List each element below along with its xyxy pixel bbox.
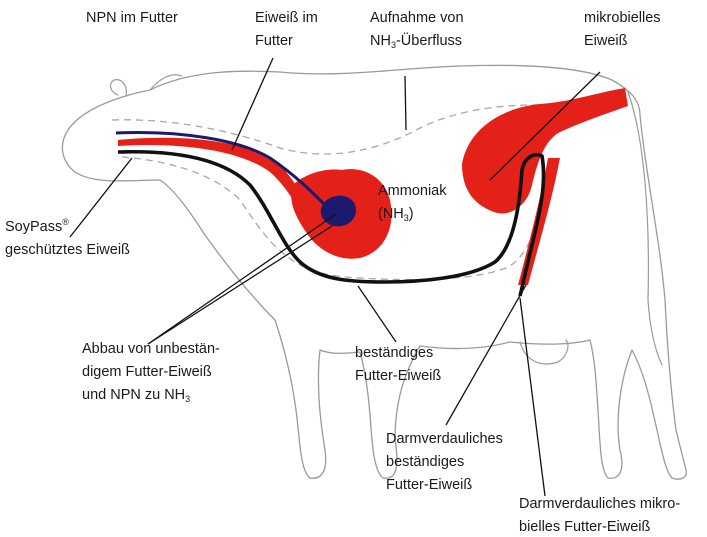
label-ammoniak-line2: (NH3) xyxy=(378,203,447,226)
label-aufnahme-line2: NH3-Überfluss xyxy=(370,30,464,53)
label-aufnahme-nh: NH xyxy=(370,33,391,49)
label-eiweiss-im-futter: Eiweiß im Futter xyxy=(255,7,318,53)
leader-abbau-lower xyxy=(148,226,332,344)
cow-outline xyxy=(62,65,686,479)
label-aufnahme-nh3: Aufnahme von NH3-Überfluss xyxy=(370,7,464,53)
label-darm1-line2: beständiges xyxy=(386,451,503,474)
label-ammoniak-close: ) xyxy=(409,206,414,222)
label-soypass-registered: ® xyxy=(62,217,69,227)
label-ammoniak-line1: Ammoniak xyxy=(378,180,447,203)
label-abbau-line2: digem Futter-Eiweiß xyxy=(82,361,220,384)
label-eiweiss-im-futter-line1: Eiweiß im xyxy=(255,7,318,30)
label-abbau-sub3: 3 xyxy=(185,394,190,404)
label-darm1-line1: Darmverdauliches xyxy=(386,428,503,451)
label-bestaendiges-line2: Futter-Eiweiß xyxy=(355,365,441,388)
leader-bestaendig xyxy=(358,286,396,342)
cow-ear xyxy=(111,80,127,96)
label-darm2-line1: Darmverdauliches mikro- xyxy=(519,493,680,516)
label-darmverdauliches-mikrobiell: Darmverdauliches mikro- bielles Futter-E… xyxy=(519,493,680,537)
label-soypass: SoyPass® geschütztes Eiweiß xyxy=(5,216,130,262)
leader-darm1 xyxy=(446,285,526,425)
label-mikrobielles-line1: mikrobielles xyxy=(584,7,661,30)
label-soypass-name: SoyPass xyxy=(5,219,62,235)
digestive-organs xyxy=(118,88,628,285)
label-aufnahme-line1: Aufnahme von xyxy=(370,7,464,30)
label-npn-im-futter: NPN im Futter xyxy=(86,7,178,30)
label-soypass-line1: SoyPass® xyxy=(5,216,130,239)
label-abbau-npn-nh: und NPN zu NH xyxy=(82,387,185,403)
label-abbau: Abbau von unbestän- digem Futter-Eiweiß … xyxy=(82,338,220,407)
cow-tail xyxy=(628,92,662,365)
label-bestaendiges-line1: beständiges xyxy=(355,342,441,365)
leader-aufnahme xyxy=(405,76,406,130)
label-bestaendiges: beständiges Futter-Eiweiß xyxy=(355,342,441,388)
leader-abbau-upper xyxy=(148,214,336,344)
leader-darm2 xyxy=(520,298,545,496)
label-ammoniak: Ammoniak (NH3) xyxy=(378,180,447,226)
label-darm2-line2: bielles Futter-Eiweiß xyxy=(519,516,680,537)
label-abbau-line1: Abbau von unbestän- xyxy=(82,338,220,361)
label-soypass-line2: geschütztes Eiweiß xyxy=(5,239,130,262)
label-abbau-line3: und NPN zu NH3 xyxy=(82,384,220,407)
label-mikrobielles-line2: Eiweiß xyxy=(584,30,661,53)
label-aufnahme-ueberfluss: -Überfluss xyxy=(396,33,462,49)
label-darm1-line3: Futter-Eiweiß xyxy=(386,474,503,497)
label-eiweiss-im-futter-line2: Futter xyxy=(255,30,318,53)
label-darmverdauliches-bestaendig: Darmverdauliches beständiges Futter-Eiwe… xyxy=(386,428,503,497)
cow-body-outline xyxy=(62,65,686,479)
label-ammoniak-nh: (NH xyxy=(378,206,404,222)
label-mikrobielles-eiweiss: mikrobielles Eiweiß xyxy=(584,7,661,53)
